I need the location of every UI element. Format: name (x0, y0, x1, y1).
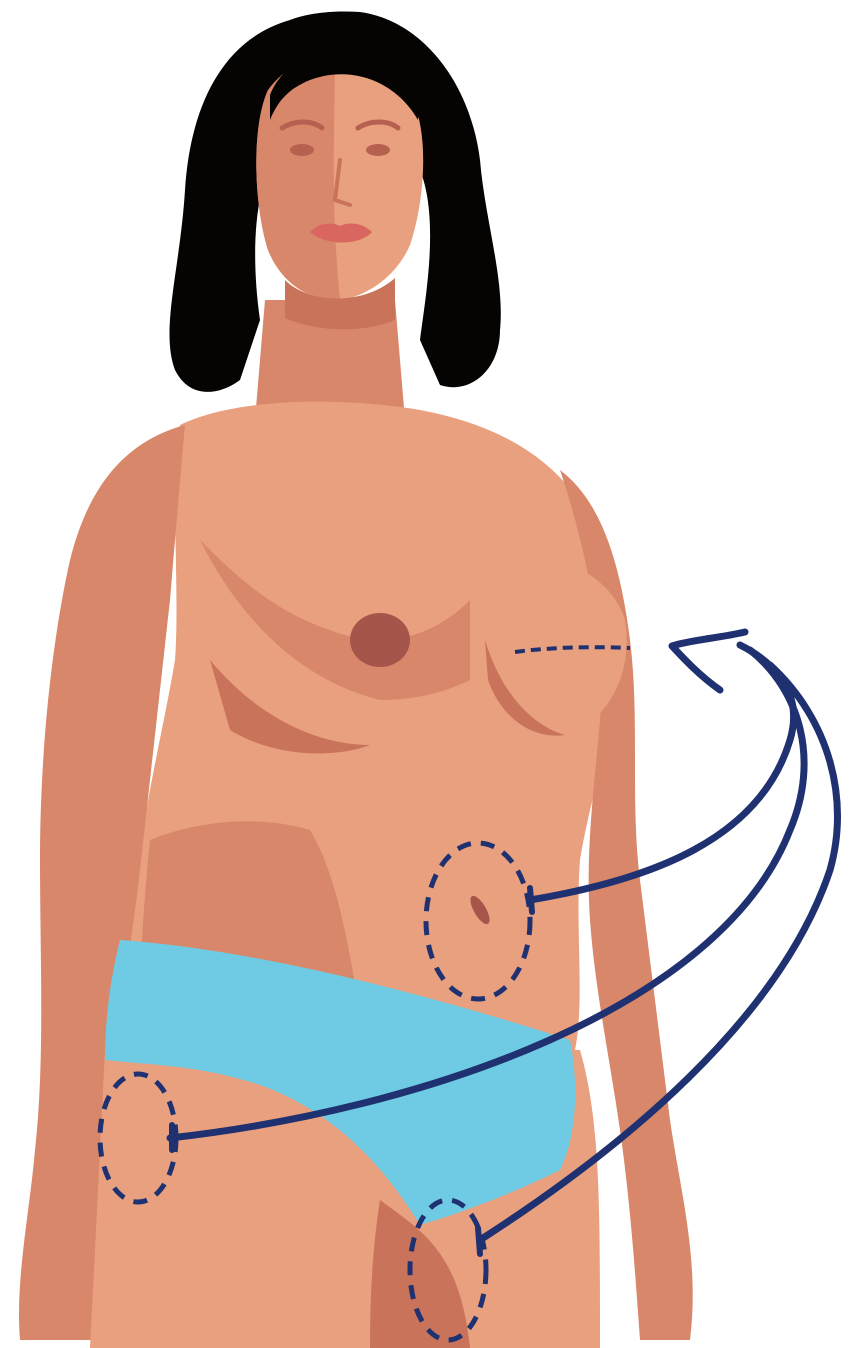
eye-left (290, 144, 314, 156)
eye-right (366, 144, 390, 156)
arrowhead-icon (672, 632, 745, 690)
nipple (350, 613, 410, 667)
face-shadow (256, 57, 340, 300)
arrow-start-tick-abdomen (530, 888, 532, 912)
arrow-start-tick-inner-thigh (478, 1228, 480, 1254)
